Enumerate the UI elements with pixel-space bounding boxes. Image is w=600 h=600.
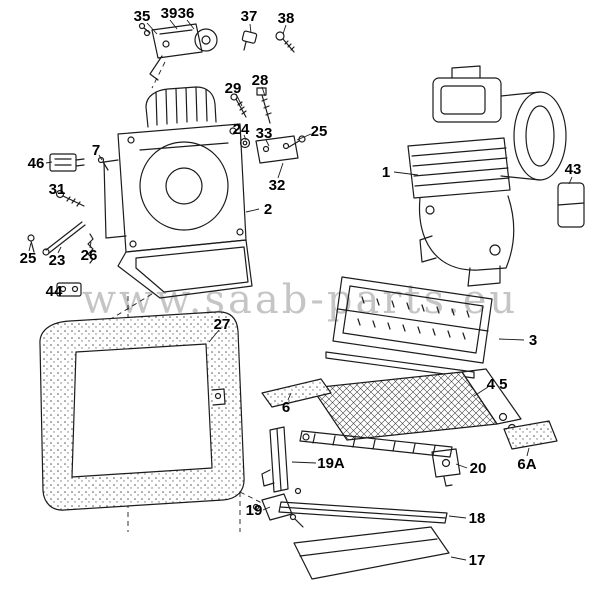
part-label-1: 1 [382, 164, 390, 181]
part-label-35: 35 [134, 8, 151, 25]
part-1-blower-assembly [407, 65, 567, 287]
part-label-18: 18 [469, 510, 486, 527]
part-label-20: 20 [470, 460, 487, 477]
part-label-32: 32 [269, 177, 286, 194]
part-label-7: 7 [92, 142, 100, 159]
part-label-23: 23 [49, 252, 66, 269]
part-label-29: 29 [225, 80, 242, 97]
part-23-rod [42, 221, 86, 256]
part-label-25: 25 [311, 123, 328, 140]
part-label-31: 31 [49, 181, 66, 198]
part-label-43: 43 [565, 161, 582, 178]
part-24-washer [239, 137, 251, 149]
part-label-37: 37 [241, 8, 258, 25]
part-38-screw [275, 31, 295, 53]
part-label-6A: 6A [517, 456, 536, 473]
part-31-screw [55, 189, 85, 207]
part-26-spring [87, 233, 94, 264]
part-label-44: 44 [46, 283, 63, 300]
part-37-clip [241, 30, 258, 51]
part-17-flap [293, 526, 450, 580]
part-28-bolt [256, 87, 272, 124]
part-label-27: 27 [214, 316, 231, 333]
part-33-bracket [255, 135, 299, 164]
part-46-switch [49, 153, 85, 172]
part-label-38: 38 [278, 10, 295, 27]
part-label-24: 24 [233, 121, 250, 138]
part-label-25: 25 [20, 250, 37, 267]
leader-lines [28, 19, 573, 561]
part-20-bracket-rail [299, 430, 461, 487]
part-label-3: 3 [529, 332, 537, 349]
part-27-foam-gasket-frame [39, 311, 245, 511]
part-2-heater-housing [103, 86, 253, 299]
part-43-panel [557, 182, 585, 228]
part-4-5-heater-core [311, 368, 522, 441]
part-label-33: 33 [256, 125, 273, 142]
part-label-39: 39 [161, 5, 178, 22]
part-label-2: 2 [264, 201, 272, 218]
part-7-screw [97, 156, 109, 171]
part-6a-foam-strip [503, 420, 558, 450]
part-19-bracket [252, 487, 304, 528]
part-label-6: 6 [282, 399, 290, 416]
part-25-screw-lower [27, 234, 35, 253]
part-label-36: 36 [178, 5, 195, 22]
part-label-19A: 19A [317, 455, 345, 472]
part-label-26: 26 [81, 247, 98, 264]
part-29-screw [230, 93, 247, 118]
part-19a-bracket [261, 426, 289, 493]
part-44-bracket [56, 282, 82, 297]
part-6-foam-strip [261, 378, 332, 408]
part-18-flap [278, 501, 448, 524]
part-label-19: 19 [246, 502, 263, 519]
part-3-flap [325, 276, 493, 379]
part-label-17: 17 [469, 552, 486, 569]
part-actuator-assembly [138, 22, 218, 81]
part-label-45: 4 5 [487, 376, 508, 393]
part-label-46: 46 [28, 155, 45, 172]
part-label-28: 28 [252, 72, 269, 89]
